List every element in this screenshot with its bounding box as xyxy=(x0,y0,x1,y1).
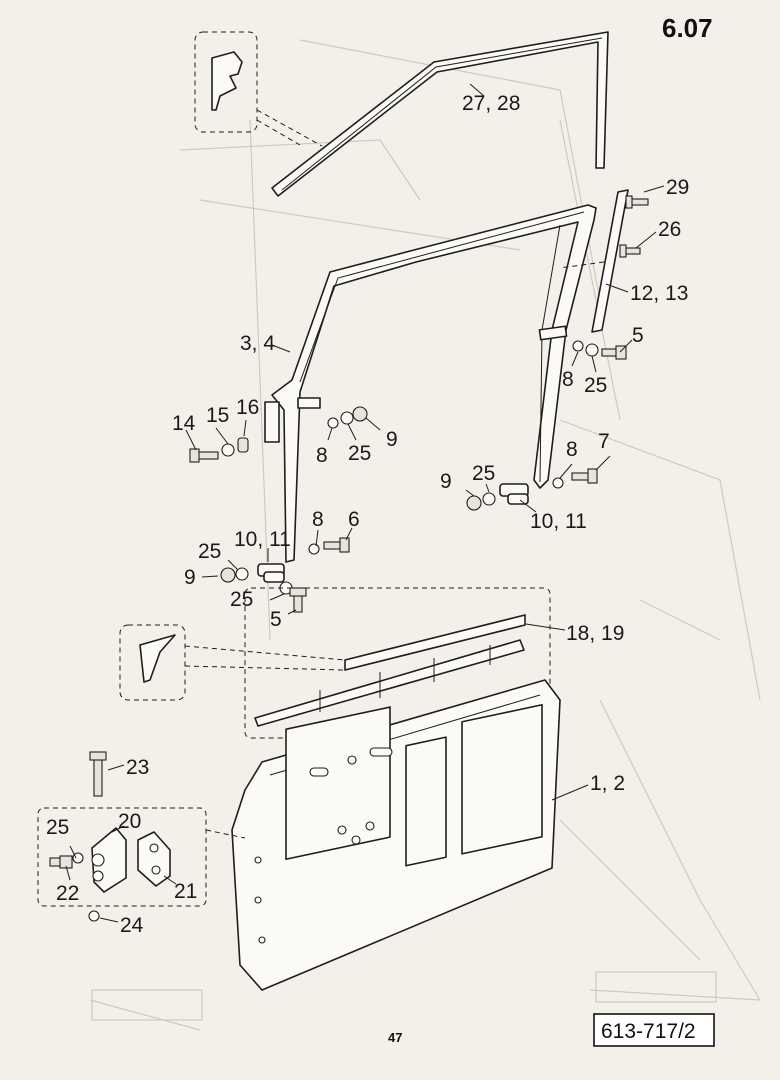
callout-16: 16 xyxy=(236,396,259,419)
background-ghost-lines xyxy=(89,39,761,1031)
callout-25-lower-b: 25 xyxy=(230,588,253,611)
callout-15: 15 xyxy=(206,404,229,427)
seal-profile-detail-mid xyxy=(119,624,346,701)
hinge-detail xyxy=(37,751,246,922)
bolt-5-lower xyxy=(289,587,307,613)
screw-22 xyxy=(49,855,73,869)
drawing-reference: 613-717/2 xyxy=(601,1020,696,1043)
clip-10-11-right xyxy=(499,483,529,505)
lockwasher-25-top xyxy=(585,343,599,357)
nut-9-lower xyxy=(220,567,236,583)
spacer-16 xyxy=(237,437,249,453)
run-channel xyxy=(559,189,629,333)
callout-22: 22 xyxy=(56,882,79,905)
screw-29 xyxy=(625,195,649,209)
callout-9-mid-left: 9 xyxy=(386,428,398,451)
lockwasher-25-mid-right xyxy=(482,492,496,506)
callout-25-hinge: 25 xyxy=(46,816,69,839)
callout-25-mid-right: 25 xyxy=(472,462,495,485)
callout-labels: 27, 28 29 26 12, 13 5 8 25 3, 4 14 15 16… xyxy=(46,92,689,937)
callout-21: 21 xyxy=(174,880,197,903)
callout-10-11-left: 10, 11 xyxy=(234,528,291,551)
callout-3-4: 3, 4 xyxy=(240,332,275,355)
washer-25-hinge xyxy=(72,852,84,864)
washer-24 xyxy=(88,910,100,922)
lockwasher-25-mid-left xyxy=(340,411,354,425)
section-number: 6.07 xyxy=(662,13,713,43)
clip-10-11-left xyxy=(257,563,285,583)
upper-weatherstrip xyxy=(271,31,609,197)
callout-27-28: 27, 28 xyxy=(462,92,520,115)
callout-26: 26 xyxy=(658,218,681,241)
callout-1-2: 1, 2 xyxy=(590,772,625,795)
inner-panel-opening-left xyxy=(285,706,391,861)
belt-molding xyxy=(244,587,566,739)
callout-6: 6 xyxy=(348,508,360,531)
callout-23: 23 xyxy=(126,756,149,779)
nut-9-mid-right xyxy=(466,495,482,511)
washer-8-top xyxy=(572,340,584,352)
callout-8-lower: 8 xyxy=(312,508,324,531)
callout-18-19: 18, 19 xyxy=(566,622,624,645)
bolt-7 xyxy=(571,468,598,484)
callout-7: 7 xyxy=(598,430,610,453)
callout-5-lower: 5 xyxy=(270,608,282,631)
fasteners xyxy=(189,195,649,613)
callout-8-top: 8 xyxy=(562,368,574,391)
callout-29: 29 xyxy=(666,176,689,199)
hinge-half-21 xyxy=(137,831,171,887)
callout-9-mid-right: 9 xyxy=(440,470,452,493)
callout-14: 14 xyxy=(172,412,196,435)
washer-15 xyxy=(221,443,235,457)
window-frame xyxy=(264,204,597,563)
callout-20: 20 xyxy=(118,810,141,833)
bolt-6 xyxy=(323,537,350,553)
callout-25-top: 25 xyxy=(584,374,607,397)
inner-panel-opening-mid xyxy=(405,736,447,867)
lockwasher-25-lower-a xyxy=(235,567,249,581)
callout-9-lower: 9 xyxy=(184,566,196,589)
callout-25-mid-left: 25 xyxy=(348,442,371,465)
bolt-5-top xyxy=(601,345,627,360)
drawing-reference-box: 613-717/2 xyxy=(593,1013,715,1047)
bolt-14 xyxy=(189,448,219,463)
inner-panel-opening-right xyxy=(461,703,543,855)
washer-8-mid-left xyxy=(327,417,339,429)
callout-8-mid-left: 8 xyxy=(316,444,328,467)
washer-8-lower xyxy=(308,543,320,555)
washer-8-mid-right xyxy=(552,477,564,489)
door-shell xyxy=(231,679,589,991)
callout-10-11-right: 10, 11 xyxy=(530,510,587,533)
bolt-23 xyxy=(89,751,107,797)
callout-12-13: 12, 13 xyxy=(630,282,688,305)
callout-24: 24 xyxy=(120,914,144,937)
page-number: 47 xyxy=(388,1030,402,1045)
screw-26 xyxy=(619,244,641,258)
nut-9-mid-left xyxy=(352,406,368,422)
leader-lines xyxy=(65,83,665,923)
callout-5-top: 5 xyxy=(632,324,644,347)
callout-8-mid-right: 8 xyxy=(566,438,578,461)
seal-profile-detail-top xyxy=(194,31,323,147)
callout-25-lower-a: 25 xyxy=(198,540,221,563)
